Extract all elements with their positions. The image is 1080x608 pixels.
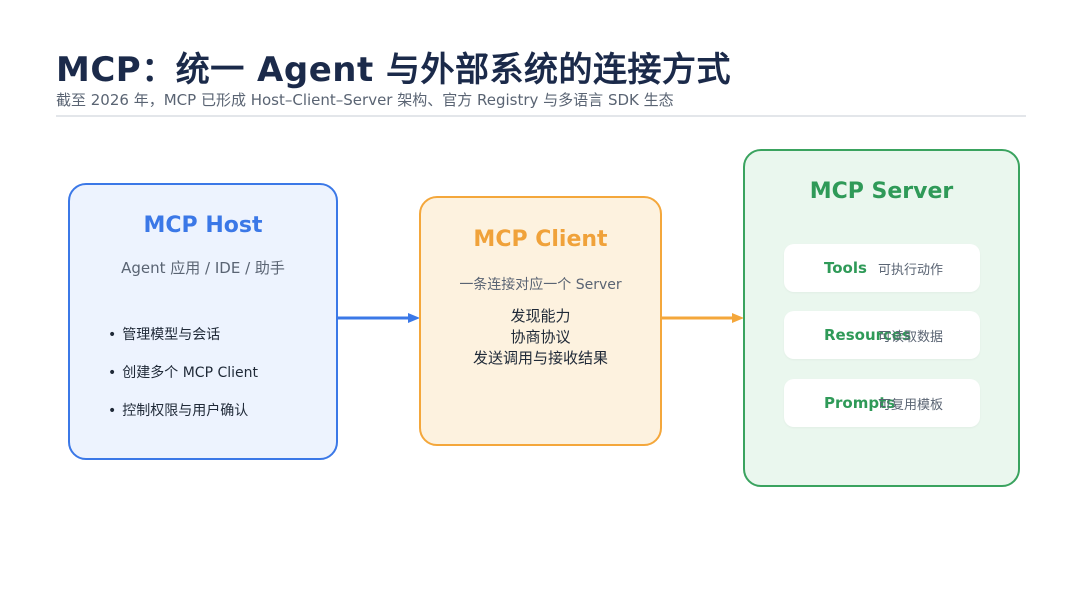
bullet-icon: •: [108, 365, 117, 381]
capability-resources: Resources 可读取数据: [784, 311, 980, 359]
host-subtitle: Agent 应用 / IDE / 助手: [121, 259, 285, 277]
client-function: 发送调用与接收结果: [472, 349, 608, 367]
capability-desc: 可复用模板: [878, 398, 944, 413]
client-function-list: 发现能力 协商协议 发送调用与接收结果: [421, 306, 660, 369]
mcp-server-box: MCP Server Tools 可执行动作 Resources 可读取数据 P…: [743, 149, 1020, 487]
bullet-icon: •: [108, 327, 117, 343]
client-function: 发现能力: [510, 307, 571, 325]
host-list-item: •创建多个 MCP Client: [108, 365, 258, 381]
capability-desc: 可读取数据: [878, 330, 944, 345]
host-item-list: •管理模型与会话 •创建多个 MCP Client •控制权限与用户确认: [108, 325, 258, 439]
capability-name: Resources: [824, 326, 912, 344]
mcp-client-box: MCP Client 一条连接对应一个 Server 发现能力 协商协议 发送调…: [419, 196, 662, 446]
capability-name: Prompts: [824, 394, 896, 412]
host-title: MCP Host: [143, 213, 263, 238]
header-divider: [56, 115, 1026, 117]
client-title: MCP Client: [473, 227, 608, 252]
client-subtitle: 一条连接对应一个 Server: [459, 277, 622, 293]
arrow-host-to-client: [338, 313, 420, 323]
host-list-item: •管理模型与会话: [108, 327, 221, 343]
capability-desc: 可执行动作: [878, 263, 944, 278]
client-function: 协商协议: [510, 328, 571, 346]
server-title: MCP Server: [809, 179, 954, 204]
host-list-item: •控制权限与用户确认: [108, 403, 249, 419]
page-title: MCP：统一 Agent 与外部系统的连接方式: [56, 50, 732, 90]
bullet-icon: •: [108, 403, 117, 419]
mcp-host-box: MCP Host Agent 应用 / IDE / 助手 •管理模型与会话 •创…: [68, 183, 338, 460]
capability-name: Tools: [824, 259, 867, 277]
capability-tools: Tools 可执行动作: [784, 244, 980, 292]
capability-prompts: Prompts 可复用模板: [784, 379, 980, 427]
page-subtitle: 截至 2026 年，MCP 已形成 Host–Client–Server 架构、…: [56, 91, 674, 109]
arrow-client-to-server: [662, 313, 744, 323]
